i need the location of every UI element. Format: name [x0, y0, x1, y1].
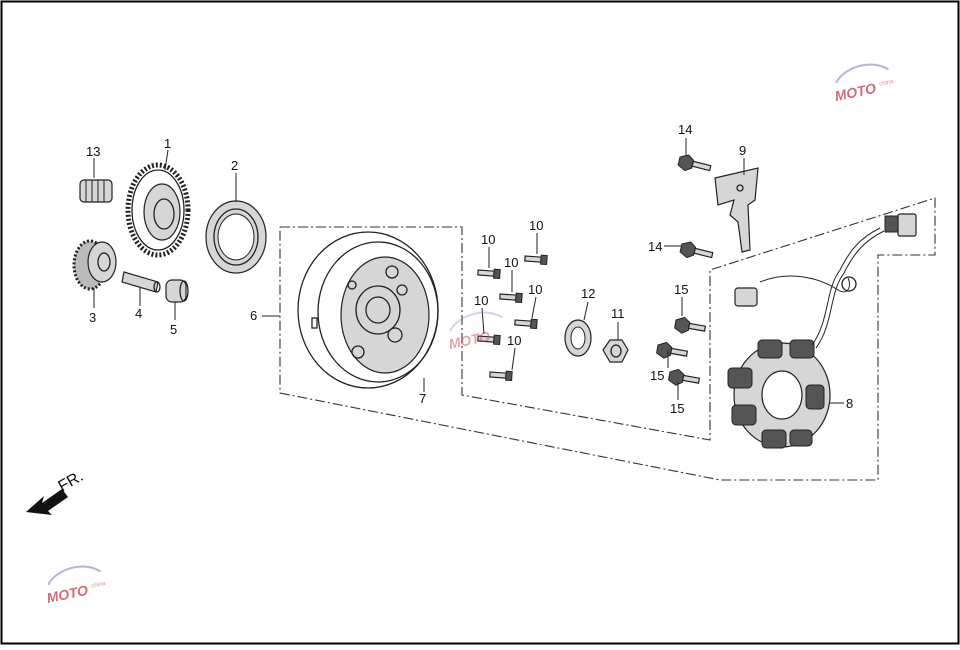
callout-2: 2 — [231, 158, 238, 173]
reduction-gear — [72, 239, 117, 291]
callout-10-a: 10 — [529, 218, 543, 233]
callout-10-b: 10 — [481, 232, 495, 247]
callout-8: 8 — [846, 396, 853, 411]
flywheel-nut — [602, 339, 629, 363]
callout-15-c: 15 — [670, 401, 684, 416]
stator — [727, 213, 917, 449]
collar — [165, 279, 189, 303]
callout-6: 6 — [250, 308, 257, 323]
callout-5: 5 — [170, 322, 177, 337]
needle-bearing — [79, 179, 113, 203]
callout-10-e: 10 — [474, 293, 488, 308]
watermark-subtext: china — [879, 79, 895, 88]
flange-bolts — [477, 254, 548, 382]
callout-15-b: 15 — [650, 368, 664, 383]
clamp-bolts — [677, 154, 714, 259]
callout-4: 4 — [135, 306, 142, 321]
callout-15-a: 15 — [674, 282, 688, 297]
callout-11: 11 — [611, 306, 625, 321]
stator-bolts — [656, 316, 707, 386]
watermark-top-right: MOTO china — [833, 63, 895, 104]
starter-driven-gear — [125, 162, 191, 258]
cable-clamp — [714, 167, 759, 253]
flywheel — [297, 231, 439, 389]
callout-labels: 13 1 2 3 4 5 6 7 8 9 10 10 10 10 10 10 1… — [86, 122, 853, 416]
callout-14-b: 14 — [648, 239, 662, 254]
callout-3: 3 — [89, 310, 96, 325]
callout-12: 12 — [581, 286, 595, 301]
callout-7: 7 — [419, 391, 426, 406]
callout-10-d: 10 — [528, 282, 542, 297]
watermark-text: MOTO — [447, 328, 491, 352]
reduction-gear-shaft — [121, 271, 161, 293]
callout-1: 1 — [164, 136, 171, 151]
watermark-center: MOTO — [447, 311, 504, 352]
callout-10-c: 10 — [504, 255, 518, 270]
watermark-subtext: china — [91, 581, 107, 590]
callout-10-f: 10 — [507, 333, 521, 348]
washer — [564, 319, 592, 357]
one-way-clutch — [205, 200, 267, 274]
callout-9: 9 — [739, 143, 746, 158]
leader-lines — [93, 138, 844, 404]
watermark-bottom-left: MOTO china — [45, 565, 107, 606]
group-outline-flywheel — [279, 197, 936, 481]
callout-13: 13 — [86, 144, 100, 159]
front-direction-arrow: FR. — [26, 468, 86, 515]
watermark-text: MOTO — [45, 582, 89, 606]
watermark-text: MOTO — [833, 80, 877, 104]
callout-14-a: 14 — [678, 122, 692, 137]
